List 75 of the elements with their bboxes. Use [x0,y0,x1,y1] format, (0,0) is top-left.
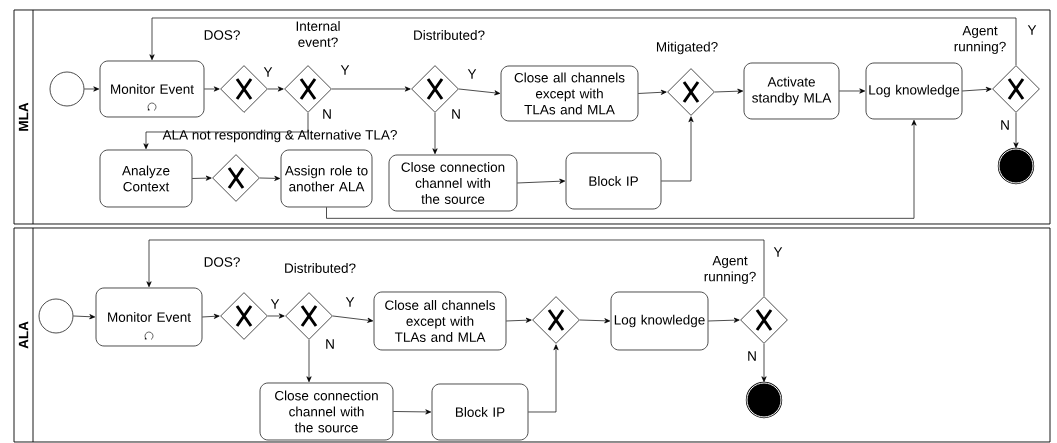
arrow [267,313,285,319]
arrow [259,175,281,181]
arrow [432,112,438,155]
arrow [143,112,309,150]
condition-label: ALA not responding & Alternative TLA? [162,129,397,143]
gateway-question: Distributed? [285,263,356,273]
arrow [331,86,411,92]
task-box: Close connection channel with the source [388,154,518,212]
gateway-question: Agent running? [954,25,1006,55]
edge-label: Y [340,65,350,75]
end-circle [997,147,1035,185]
arrow [306,339,312,383]
gateway-diamond [992,65,1040,113]
arrow [146,239,765,297]
gateway-diamond [532,296,580,344]
arrow [204,86,220,92]
gateway-diamond [667,68,715,116]
edge-label: N [452,109,460,119]
edge-label: Y [270,299,280,309]
gateway-diamond [740,296,788,344]
task-box: Activate standby MLA [743,62,840,120]
task-box: Block IP [431,383,529,441]
task-box: Close connection channel with the source [259,382,394,441]
gateway-diamond [285,292,333,340]
task-box: Block IP [565,152,662,210]
arrow [839,88,866,94]
gateway-question: DOS? [204,30,240,40]
arrow [714,88,744,94]
edge-label: Y [345,297,355,307]
arrow [579,318,611,324]
edge-label: Y [467,69,477,79]
arrow [192,175,212,181]
task-box: Analyze Context [99,149,193,208]
arrow [149,17,1017,66]
arrow [326,119,917,219]
arrow [962,86,992,92]
arrow [1013,112,1019,149]
task-box: Monitor Event [99,60,205,118]
arrow [202,313,220,319]
arrow [506,317,532,323]
task-box: Log knowledge [865,62,963,120]
edge-label: Y [1027,25,1037,35]
task-box: Close all channels except with TLAs and MLA [373,291,507,351]
gateway-question: Distributed? [414,30,485,40]
arrow [267,86,284,92]
task-box: Assign role to another ALA [280,149,373,208]
arrow [84,86,100,92]
arrow [458,88,501,96]
arrow [393,409,432,415]
arrow [517,178,566,184]
arrow [708,317,740,323]
start-circle [38,298,74,334]
gateway-question: DOS? [204,257,240,267]
edge-label: N [326,339,334,349]
gateway-question: Agent running? [704,255,756,285]
arrow [661,116,694,182]
arrow [528,344,559,413]
arrow [332,315,374,323]
arrow [73,314,96,320]
task-box: Close all channels except with TLAs and MLA [500,65,639,122]
start-circle [49,71,85,107]
gateway-question: Internal event? [296,21,340,47]
edge-label: N [323,109,331,119]
end-circle [745,381,783,419]
arrow [638,89,667,95]
arrow [761,343,767,383]
gateway-diamond [220,292,268,340]
edge-label: N [748,351,756,361]
edge-label: Y [773,247,783,257]
gateway-question: Mitigated? [657,41,718,55]
task-box: Monitor Event [95,287,203,347]
task-box: Log knowledge [610,291,709,351]
gateway-diamond [212,154,260,202]
edge-label: N [1001,120,1009,130]
edge-label: Y [263,67,273,77]
